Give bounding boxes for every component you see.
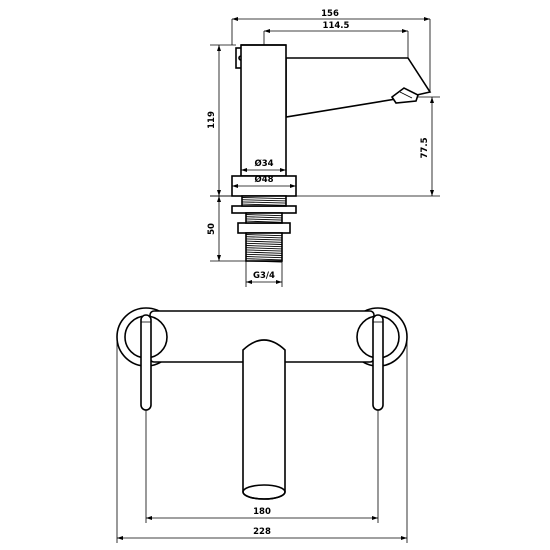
tap-body — [240, 44, 287, 177]
thread-line — [241, 203, 287, 206]
right-lever — [372, 314, 384, 411]
thread-line — [241, 201, 287, 204]
thread-line — [245, 251, 283, 254]
thread-line — [245, 253, 283, 256]
thread-line — [245, 238, 283, 241]
dimension-d48: Ø48 — [232, 174, 296, 188]
dim-overall-width: 228 — [253, 527, 271, 537]
dimension-156: 156 — [231, 9, 431, 92]
thread-line — [245, 256, 283, 259]
dimension-g34: G3/4 — [245, 261, 283, 287]
thread-line — [245, 236, 283, 239]
front-view: 180 228 — [116, 307, 408, 543]
thread-line — [245, 234, 283, 237]
thread-line — [245, 258, 283, 261]
dimension-228: 228 — [116, 337, 408, 543]
side-view: 156 114.5 119 77.5 — [207, 9, 440, 287]
dim-height: 119 — [207, 111, 217, 129]
dim-diameter-body: Ø34 — [254, 158, 273, 169]
dim-thread: G3/4 — [253, 271, 275, 281]
dim-spout-reach: 114.5 — [323, 21, 350, 31]
thread-line — [245, 240, 283, 243]
dimension-119: 119 — [207, 44, 236, 197]
thread-line — [245, 249, 283, 252]
thread-line — [245, 245, 283, 248]
front-spout — [242, 339, 286, 500]
thread-line — [245, 242, 283, 245]
dim-centres: 180 — [253, 507, 271, 517]
mounting-shank — [231, 195, 297, 263]
left-lever — [140, 314, 152, 411]
dim-total-width: 156 — [321, 9, 339, 19]
thread-line — [241, 197, 287, 200]
dim-shank-length: 50 — [207, 223, 217, 235]
spout-arm — [285, 57, 432, 118]
thread-line — [245, 220, 283, 223]
aerator — [390, 87, 419, 104]
thread-line — [245, 247, 283, 250]
dim-spout-height: 77.5 — [420, 137, 430, 158]
dimension-77-5: 77.5 — [296, 96, 440, 197]
thread-line — [245, 216, 283, 219]
dim-diameter-base: Ø48 — [254, 174, 273, 185]
dimension-50: 50 — [207, 195, 246, 262]
thread-line — [245, 260, 283, 263]
dimension-114-5: 114.5 — [263, 21, 409, 58]
dimension-d34: Ø34 — [241, 158, 286, 172]
dimension-180: 180 — [145, 410, 379, 523]
thread-line — [245, 214, 283, 217]
thread-line — [245, 218, 283, 221]
thread-line — [241, 199, 287, 202]
